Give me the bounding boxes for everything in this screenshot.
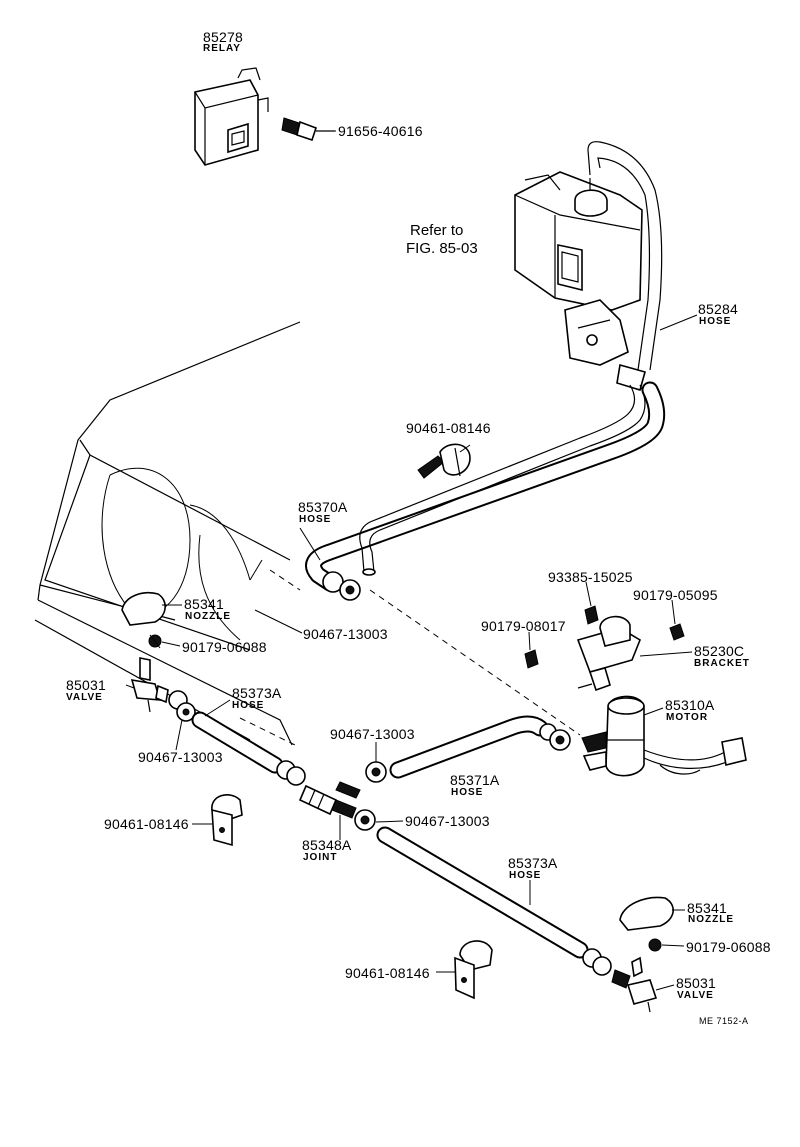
joint-part-name: JOINT (303, 852, 338, 863)
left-valve-part-number: 85031 (66, 677, 106, 693)
bolt-relay-part-number: 91656-40616 (338, 123, 423, 139)
left-nozzle-part-number: 85341 (184, 596, 224, 612)
right-nozzle-part-name: NOZZLE (688, 914, 734, 925)
bracket-right-nut-part-number: 90179-05095 (633, 587, 718, 603)
lower-clamp-drawing (454, 940, 493, 1000)
left-clamp-part-number: 90461-08146 (104, 816, 189, 832)
relay-part-name: RELAY (203, 43, 241, 54)
reference-note-line1: Refer to (410, 222, 464, 239)
upper-clip-part-number: 90467-13003 (303, 626, 388, 642)
right-nozzle-nut-part-number: 90179-06088 (686, 939, 771, 955)
figure-code: ME 7152-A (699, 1016, 749, 1026)
right-nozzle-drawing (619, 896, 674, 952)
right-hose-drawing (354, 809, 612, 976)
bracket-left-nut-part-number: 90179-08017 (481, 618, 566, 634)
bracket-part-number: 85230C (694, 643, 745, 659)
relay-drawing (194, 67, 269, 166)
relay-bolt-drawing (281, 117, 335, 142)
left-clamp-drawing (211, 794, 243, 847)
upper-hose-part-name: HOSE (299, 514, 332, 525)
tank-hose-part-name: HOSE (699, 316, 732, 327)
dashed-leader-upper (269, 569, 301, 591)
right-valve-part-number: 85031 (676, 975, 716, 991)
middle-clip-part-number: 90467-13003 (330, 726, 415, 742)
joint-clip-part-number: 90467-13003 (405, 813, 490, 829)
tank-hose-part-number: 85284 (698, 301, 738, 317)
joint-part-number: 85348A (302, 837, 352, 853)
left-hose-drawing (191, 711, 284, 774)
upper-clip-drawing (322, 571, 361, 601)
left-nozzle-part-name: NOZZLE (185, 611, 231, 622)
upper-hose-drawing (305, 381, 666, 592)
bracket-screw-part-number: 93385-15025 (548, 569, 633, 585)
right-hose-part-name: HOSE (509, 870, 542, 881)
middle-hose-part-number: 85371A (450, 772, 500, 788)
left-hose-part-number: 85373A (232, 685, 282, 701)
left-valve-part-name: VALVE (66, 692, 103, 703)
washer-tank-drawing (514, 171, 643, 366)
left-nozzle-drawing (121, 591, 166, 649)
vehicle-body-outline (34, 321, 301, 746)
upper-clamp-part-number: 90461-08146 (406, 420, 491, 436)
left-valve-drawing (130, 657, 169, 713)
right-valve-drawing (611, 956, 658, 1013)
middle-clip-drawing (539, 723, 571, 751)
reference-note-line2: FIG. 85-03 (406, 240, 478, 257)
left-nozzle-nut-part-number: 90179-06088 (182, 639, 267, 655)
motor-part-number: 85310A (665, 697, 715, 713)
middle-hose-part-name: HOSE (451, 787, 484, 798)
tank-hose-drawing (587, 141, 663, 392)
joint-drawing (276, 760, 361, 819)
right-valve-part-name: VALVE (677, 990, 714, 1001)
bracket-part-name: BRACKET (694, 658, 750, 669)
upper-clamp-drawing (417, 443, 471, 479)
left-clip-drawing (168, 690, 196, 722)
left-hose-part-name: HOSE (232, 700, 265, 711)
right-hose-part-number: 85373A (508, 855, 558, 871)
left-clip-part-number: 90467-13003 (138, 749, 223, 765)
relay-part-number: 85278 (203, 29, 243, 45)
bracket-drawing (524, 605, 685, 692)
motor-part-name: MOTOR (666, 712, 709, 723)
middle-hose-drawing (365, 715, 549, 783)
right-nozzle-part-number: 85341 (687, 900, 727, 916)
dashed-leader-center (369, 589, 581, 736)
motor-drawing (581, 695, 747, 777)
upper-hose-part-number: 85370A (298, 499, 348, 515)
lower-clamp-part-number: 90461-08146 (345, 965, 430, 981)
